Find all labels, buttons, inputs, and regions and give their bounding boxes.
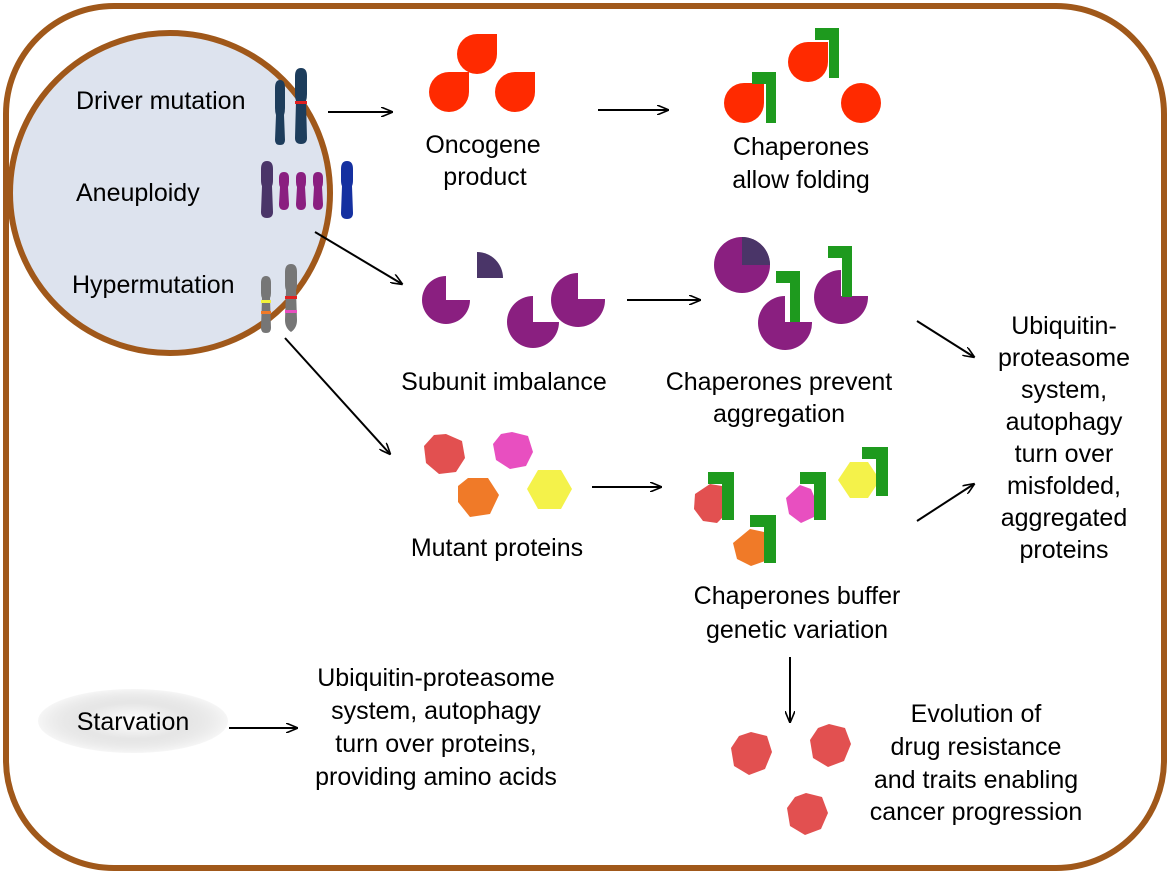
subunit-fragment-icon xyxy=(742,237,770,265)
starvation-cloud xyxy=(38,689,228,753)
ups-line: proteasome xyxy=(998,344,1130,372)
mutant-protein-icon xyxy=(694,484,728,523)
mutation-band xyxy=(285,296,297,299)
subunit-icon xyxy=(422,276,470,324)
folded-oncoprotein-icon xyxy=(841,83,881,123)
nucleus-circle xyxy=(7,30,333,356)
evolved-proteins-group xyxy=(731,724,851,835)
evolution-line: Evolution of xyxy=(911,700,1042,728)
ups-line: turn over xyxy=(1015,440,1114,468)
mutant-proteins-group xyxy=(424,432,572,517)
evolution-line: drug resistance xyxy=(891,733,1062,761)
chromosome-icon xyxy=(313,172,323,210)
evolution-text-block: Evolution of drug resistance and traits … xyxy=(870,700,1083,826)
chromosome-icon xyxy=(275,80,285,145)
ups-line: Ubiquitin- xyxy=(1011,312,1117,340)
chaperone-icon xyxy=(828,246,852,297)
starvation-result-line: Ubiquitin-proteasome xyxy=(317,664,555,692)
folded-oncoprotein-icon xyxy=(788,42,828,82)
oncogene-label-line1: Oncogene xyxy=(425,131,540,159)
chaperone-buffer-group xyxy=(694,447,888,566)
mutant-protein-icon xyxy=(733,529,770,566)
folded-oncoprotein-icon xyxy=(724,83,764,123)
chaperone-icon xyxy=(708,472,734,520)
chaperones-buffer-line1: Chaperones buffer xyxy=(694,582,901,610)
subunit-imbalance-group xyxy=(422,252,606,348)
chaperones-prevent-aggregation-line2: aggregation xyxy=(713,400,845,428)
oncogene-product-icon xyxy=(457,34,497,74)
mutant-protein-icon xyxy=(786,485,817,523)
ups-line: misfolded, xyxy=(1007,472,1121,500)
mutation-band xyxy=(295,101,307,104)
starvation-result-line: system, autophagy xyxy=(331,697,541,725)
oncogene-product-group xyxy=(429,34,535,112)
arrows xyxy=(229,110,974,728)
arrow-buffer-to-ups xyxy=(916,484,974,522)
chaperone-folding-group xyxy=(724,28,881,123)
mutant-protein-icon xyxy=(838,462,880,498)
arrow-hypermutation-to-mutant xyxy=(284,337,390,454)
starvation-result-line: turn over proteins, xyxy=(335,730,537,758)
mutant-proteins-label: Mutant proteins xyxy=(411,534,583,562)
ups-line: aggregated xyxy=(1001,504,1128,532)
mutant-protein-icon xyxy=(458,478,499,517)
chromosome-icon xyxy=(279,172,289,210)
subunit-fragment-icon xyxy=(477,252,503,278)
oncogene-label-line2: product xyxy=(443,163,526,191)
starvation-label: Starvation xyxy=(77,708,190,736)
subunit-imbalance-label: Subunit imbalance xyxy=(401,368,607,396)
oncogene-product-icon xyxy=(429,72,469,112)
chaperone-icon xyxy=(800,472,826,520)
subunit-icon xyxy=(507,296,559,348)
mutant-protein-icon xyxy=(424,434,465,474)
mutation-band xyxy=(261,311,271,314)
chaperones-prevent-aggregation-line1: Chaperones prevent xyxy=(666,368,893,396)
driver-mutation-chromosomes xyxy=(275,68,307,145)
arrow-aneuploidy-to-subunit xyxy=(314,231,402,284)
chaperones-allow-folding-line1: Chaperones xyxy=(733,133,869,161)
aneuploidy-chromosomes xyxy=(261,161,353,219)
chromosome-icon xyxy=(295,68,307,144)
ups-text-block: Ubiquitin- proteasome system, autophagy … xyxy=(998,312,1130,564)
driver-mutation-label: Driver mutation xyxy=(76,87,246,115)
chaperone-icon xyxy=(815,28,839,78)
ups-line: autophagy xyxy=(1006,408,1123,436)
chromosome-icon xyxy=(261,276,271,333)
chromosome-icon xyxy=(296,172,306,210)
chaperones-allow-folding-line2: allow folding xyxy=(732,166,870,194)
starvation-result-line: providing amino acids xyxy=(315,763,557,791)
chaperones-buffer-line2: genetic variation xyxy=(706,616,888,644)
oncogene-product-icon xyxy=(495,72,535,112)
chromosome-icon xyxy=(261,161,273,218)
mutation-band xyxy=(261,300,271,303)
subunit-icon xyxy=(758,296,813,350)
chaperone-icon xyxy=(752,72,776,123)
cell-frame xyxy=(3,3,1167,871)
mutation-band xyxy=(285,310,297,313)
evolution-line: and traits enabling xyxy=(874,766,1078,794)
chaperone-icon xyxy=(776,271,800,322)
starvation-result-block: Ubiquitin-proteasome system, autophagy t… xyxy=(315,664,557,791)
evolved-protein-icon xyxy=(731,732,772,775)
evolved-protein-icon xyxy=(787,793,828,835)
chaperone-prevent-aggregation-group xyxy=(714,237,869,350)
aneuploidy-label: Aneuploidy xyxy=(76,179,200,207)
hypermutation-label: Hypermutation xyxy=(72,271,235,299)
mutant-protein-icon xyxy=(493,432,533,469)
chromosome-icon xyxy=(341,161,353,219)
subunit-icon xyxy=(551,273,606,327)
evolution-line: cancer progression xyxy=(870,798,1083,826)
ups-line: proteins xyxy=(1020,536,1109,564)
mutant-protein-icon xyxy=(527,470,572,509)
arrow-aggregation-to-ups xyxy=(916,320,974,357)
chaperone-icon xyxy=(862,447,888,496)
chaperone-icon xyxy=(750,515,776,563)
evolved-protein-icon xyxy=(810,724,851,767)
subunit-icon xyxy=(814,270,869,324)
ups-line: system, xyxy=(1021,376,1107,404)
hypermutation-chromosomes xyxy=(261,264,297,333)
